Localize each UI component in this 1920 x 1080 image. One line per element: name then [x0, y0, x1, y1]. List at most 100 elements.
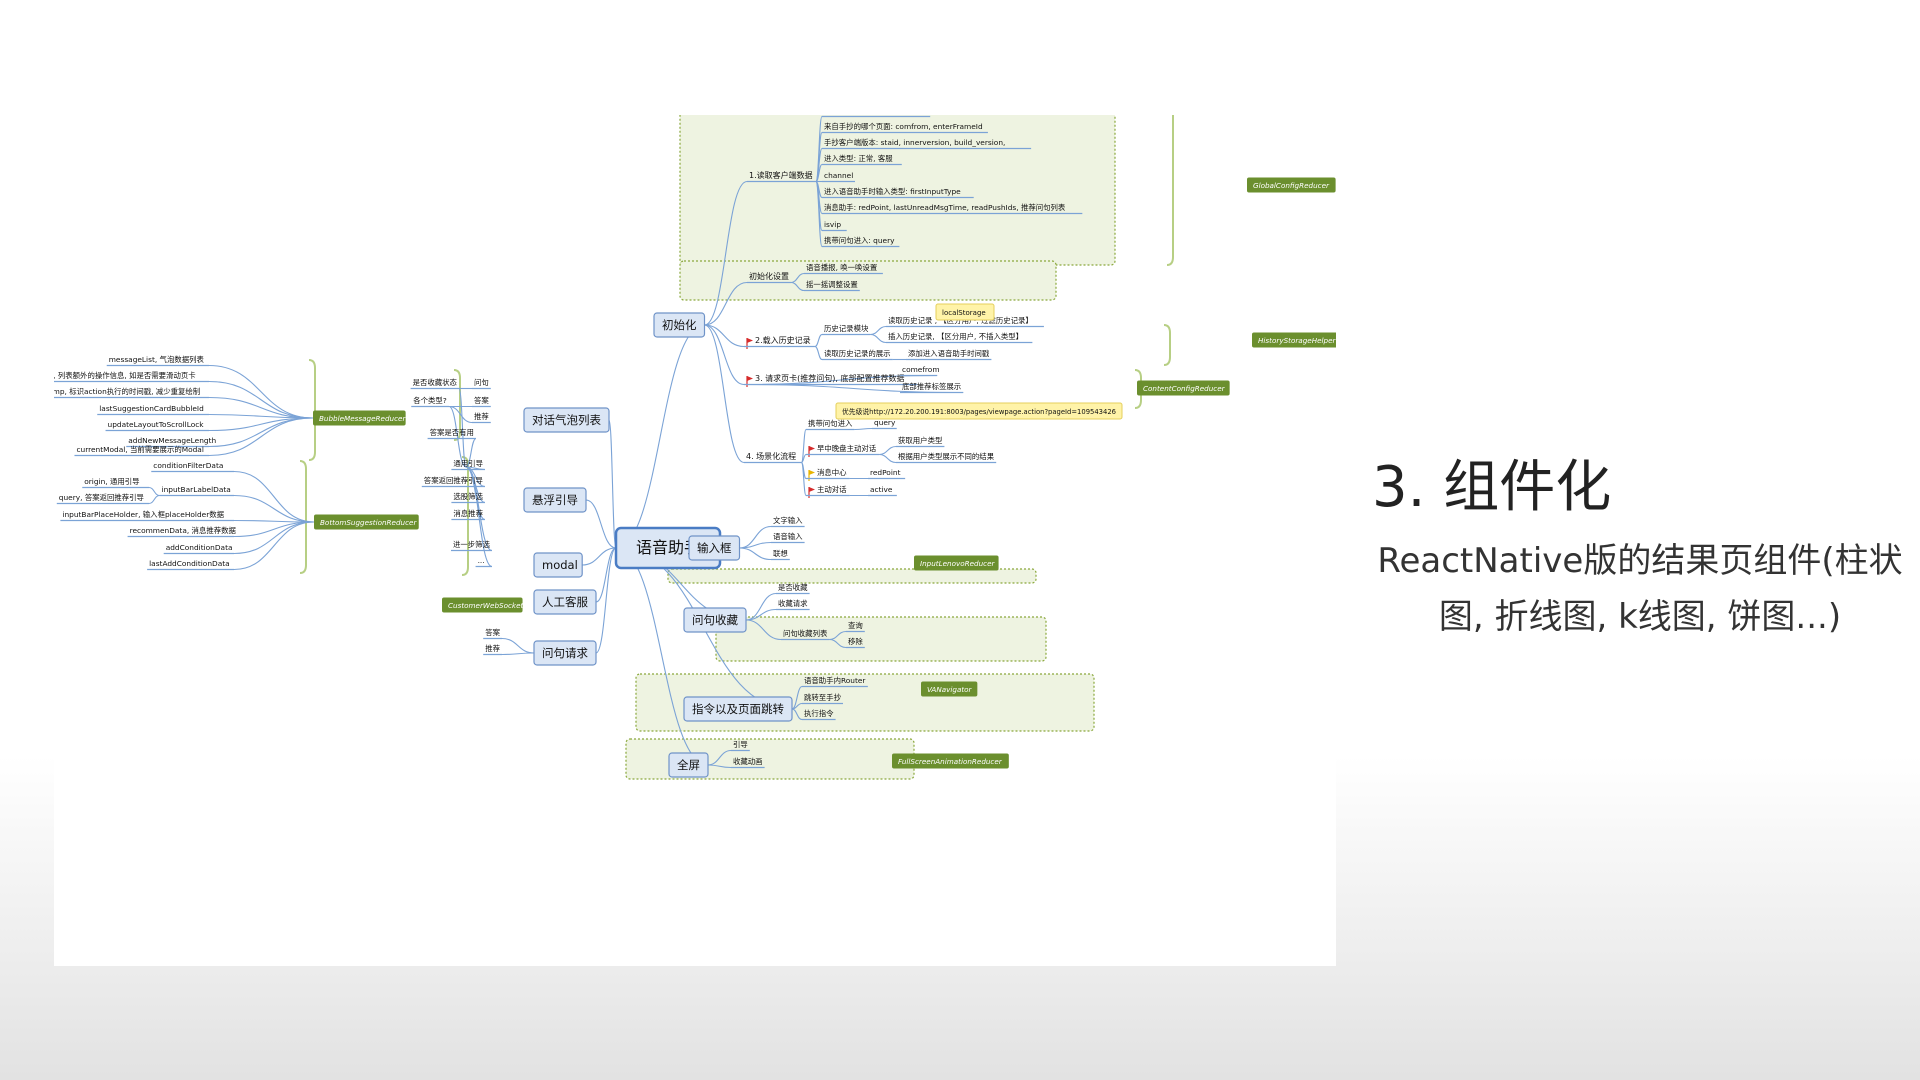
node-label: 底部推荐标签展示	[902, 382, 961, 391]
node-label: 选股筛选	[453, 492, 483, 501]
node-label: 进入类型: 正常, 客服	[824, 154, 893, 163]
node-label: currentModal, 当前需要展示的Modal	[76, 445, 203, 454]
note-text: 优先级说http://172.20.200.191:8003/pages/vie…	[842, 407, 1116, 416]
edge	[582, 547, 617, 566]
mind-map: 语音助手初始化对话气泡列表悬浮引导modal人工客服问句请求输入框问句收藏指令以…	[54, 115, 1336, 966]
reducer-label-text: FullScreenAnimationReducer	[898, 757, 1003, 766]
node-n_fv3_1: 查询	[846, 621, 865, 633]
node-n_i4_2: 底部推荐标签展示	[900, 382, 964, 394]
node-label: 问句收藏	[692, 613, 738, 627]
node-label: 答案	[485, 628, 500, 637]
node-n_f1: 通用引导	[451, 459, 485, 471]
node-label: query	[874, 418, 896, 427]
node-label: redPoint	[870, 468, 901, 477]
node-label: lastSuggestionCardBubbleId	[99, 404, 204, 413]
node-n_i4_1: comefrom	[900, 365, 940, 377]
edge	[870, 333, 887, 344]
node-label: 推荐	[474, 412, 489, 421]
edge	[233, 470, 315, 523]
node-n_i5_a1: query	[872, 418, 897, 430]
edge	[501, 652, 535, 656]
node-n_i5_b2: 根据用户类型展示不同的结果	[896, 452, 997, 464]
node-n_i1: 1.读取客户端数据	[747, 170, 816, 183]
node-label: 问句请求	[542, 646, 588, 660]
node-label: 进一步筛选	[453, 540, 491, 549]
node-n_b2_1: 答案	[472, 396, 491, 408]
node-n_i1_2: 来自手抄的哪个页面: comfrom, enterFrameId	[822, 122, 988, 134]
node-n_i1_5: channel	[822, 171, 856, 183]
yellow-flag-icon	[808, 470, 815, 481]
node-n_S4: recommenData, 消息推荐数据	[127, 526, 237, 538]
node-n_fv2: 收藏请求	[776, 599, 810, 611]
group-box-3	[667, 568, 1037, 584]
node-n_c3: 执行指令	[802, 709, 836, 721]
reducer-label-text: BottomSuggestionReducer	[320, 518, 417, 527]
reducer-label-g_fullscreen: FullScreenAnimationReducer	[892, 753, 1009, 769]
edge	[739, 547, 772, 561]
node-label: 收藏动画	[733, 757, 763, 766]
reducer-label-g_vanav: VANavigator	[921, 681, 978, 697]
edge	[448, 405, 467, 468]
slide-title: 3. 组件化	[1372, 455, 1612, 520]
edge	[615, 324, 705, 549]
node-label: 问句	[474, 378, 489, 387]
reducer-label-g_history: HistoryStorageHelper	[1252, 332, 1336, 348]
reducer-label-text: BubbleMessageReducer	[319, 414, 406, 423]
node-label: 引导	[733, 740, 748, 749]
node-n_f3: 选股筛选	[451, 492, 485, 504]
node-n_fu1: 引导	[731, 740, 750, 752]
node-label: 指令以及页面跳转	[692, 702, 784, 716]
edge	[790, 281, 805, 292]
edge	[208, 417, 314, 457]
node-n_i2: 初始化设置	[747, 271, 791, 284]
reducer-label-g_bottom: BottomSuggestionReducer	[314, 514, 419, 530]
node-label: 4. 场景化流程	[746, 451, 796, 461]
node-label: query, 答案返回推荐引导	[59, 493, 144, 502]
reducer-label-text: InputLenovoReducer	[920, 559, 996, 568]
node-label: 文字输入	[773, 516, 803, 525]
edge	[704, 281, 748, 326]
node-label: 查询	[848, 621, 863, 630]
group-bracket-2	[1163, 324, 1171, 366]
node-label: 获取用户类型	[898, 436, 943, 445]
node-n_i3_a2: 插入历史记录, 【区分用户, 不插入类型】	[886, 332, 1033, 344]
node-n_m2: ...	[475, 556, 492, 568]
edge	[233, 494, 315, 523]
node-label: 语音播报, 唤一唤设置	[806, 263, 877, 272]
node-n_i4: 3. 请求页卡(推荐问句), 底部配置推荐数据	[744, 373, 918, 387]
node-n_i1_4: 进入类型: 正常, 客服	[822, 154, 902, 166]
node-label: inputBarLabelData	[162, 485, 231, 494]
node-label: 人工客服	[542, 595, 588, 609]
node-n_i3_b: 读取历史记录的展示	[822, 349, 893, 361]
edge	[148, 486, 160, 497]
node-n_i1_1: 用户信息: userid, username	[822, 115, 931, 118]
node-label: 读取历史记录的展示	[824, 349, 891, 358]
reducer-label-text: CustomerWebSocket	[448, 601, 524, 610]
reducer-label-g_bubble: BubbleMessageReducer	[313, 410, 406, 426]
node-n_i5_a: 携带问句进入	[806, 419, 855, 431]
node-n_full: 全屏	[668, 752, 709, 778]
edge	[458, 387, 467, 468]
node-n_S2_1: origin, 通用引导	[82, 477, 149, 489]
node-n_input: 输入框	[688, 535, 741, 561]
edge	[814, 333, 823, 348]
note-url: 优先级说http://172.20.200.191:8003/pages/vie…	[835, 402, 1123, 420]
node-label: conditionFilterData	[153, 461, 223, 470]
node-n_i5_c1: redPoint	[868, 468, 906, 480]
root-label: 语音助手	[636, 538, 700, 557]
node-n_f4: 消息推荐	[451, 509, 485, 521]
node-label: 通用引导	[453, 459, 483, 468]
node-label: timestamp, 标识action执行的时间戳, 减少重复绘制	[54, 387, 200, 396]
node-n_init: 初始化	[653, 312, 706, 338]
node-n_L3: timestamp, 标识action执行的时间戳, 减少重复绘制	[54, 387, 209, 399]
edge	[704, 324, 745, 386]
group-box-1	[679, 115, 1116, 266]
node-label: 根据用户类型展示不同的结果	[898, 452, 995, 461]
node-n_m1: 进一步筛选	[451, 540, 492, 552]
node-n_c2: 跳转至手抄	[802, 693, 843, 705]
edge	[448, 405, 473, 424]
node-label: 执行指令	[804, 709, 834, 718]
node-label: channel	[824, 171, 853, 180]
node-label: 移除	[848, 637, 863, 646]
node-n_L6: addNewMessageLength	[126, 436, 216, 448]
